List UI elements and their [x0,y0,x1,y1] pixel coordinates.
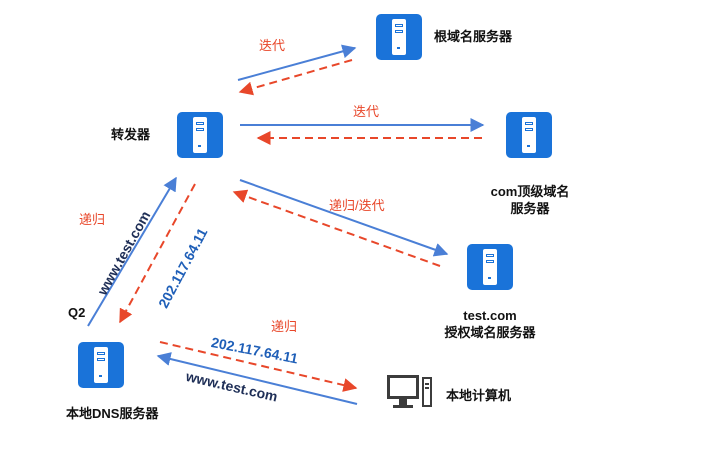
computer-label: 本地计算机 [446,388,512,403]
server-icon [467,244,513,290]
auth-server-label: test.com 授权域名服务器 [430,307,550,341]
recursive-iterative-label: 递归/迭代 [329,198,385,213]
iterative-label-top: 迭代 [259,38,286,53]
server-icon [177,112,223,158]
server-icon [376,14,422,60]
com-server-label: com顶级域名 服务器 [480,183,580,217]
forwarder-label: 转发器 [111,127,151,142]
com-server-label-line1: com顶级域名 [490,184,570,199]
auth-server-label-line2: 授权域名服务器 [444,325,536,340]
computer-icon [387,375,433,411]
recursive-label-left: 递归 [79,212,106,227]
arrow-reply-from-root [238,59,353,96]
server-icon [506,112,552,158]
arrow-reply-from-auth [232,189,441,267]
arrow-query-to-forwarder [87,176,177,327]
root-server-label: 根域名服务器 [434,29,513,44]
recursive-label-bottom: 递归 [271,319,298,334]
local-dns-label: 本地DNS服务器 [66,406,159,421]
q2-label: Q2 [68,305,86,320]
arrow-reply-to-local-dns [119,183,196,324]
arrow-query-to-root [237,44,357,81]
arrow-query-to-auth [239,179,449,257]
iterative-label-mid: 迭代 [353,104,380,119]
com-server-label-line2: 服务器 [510,201,550,216]
arrow-reply-to-computer [159,341,358,392]
server-icon [78,342,124,388]
auth-server-label-line1: test.com [463,308,517,323]
arrow-query-from-computer [156,352,358,405]
